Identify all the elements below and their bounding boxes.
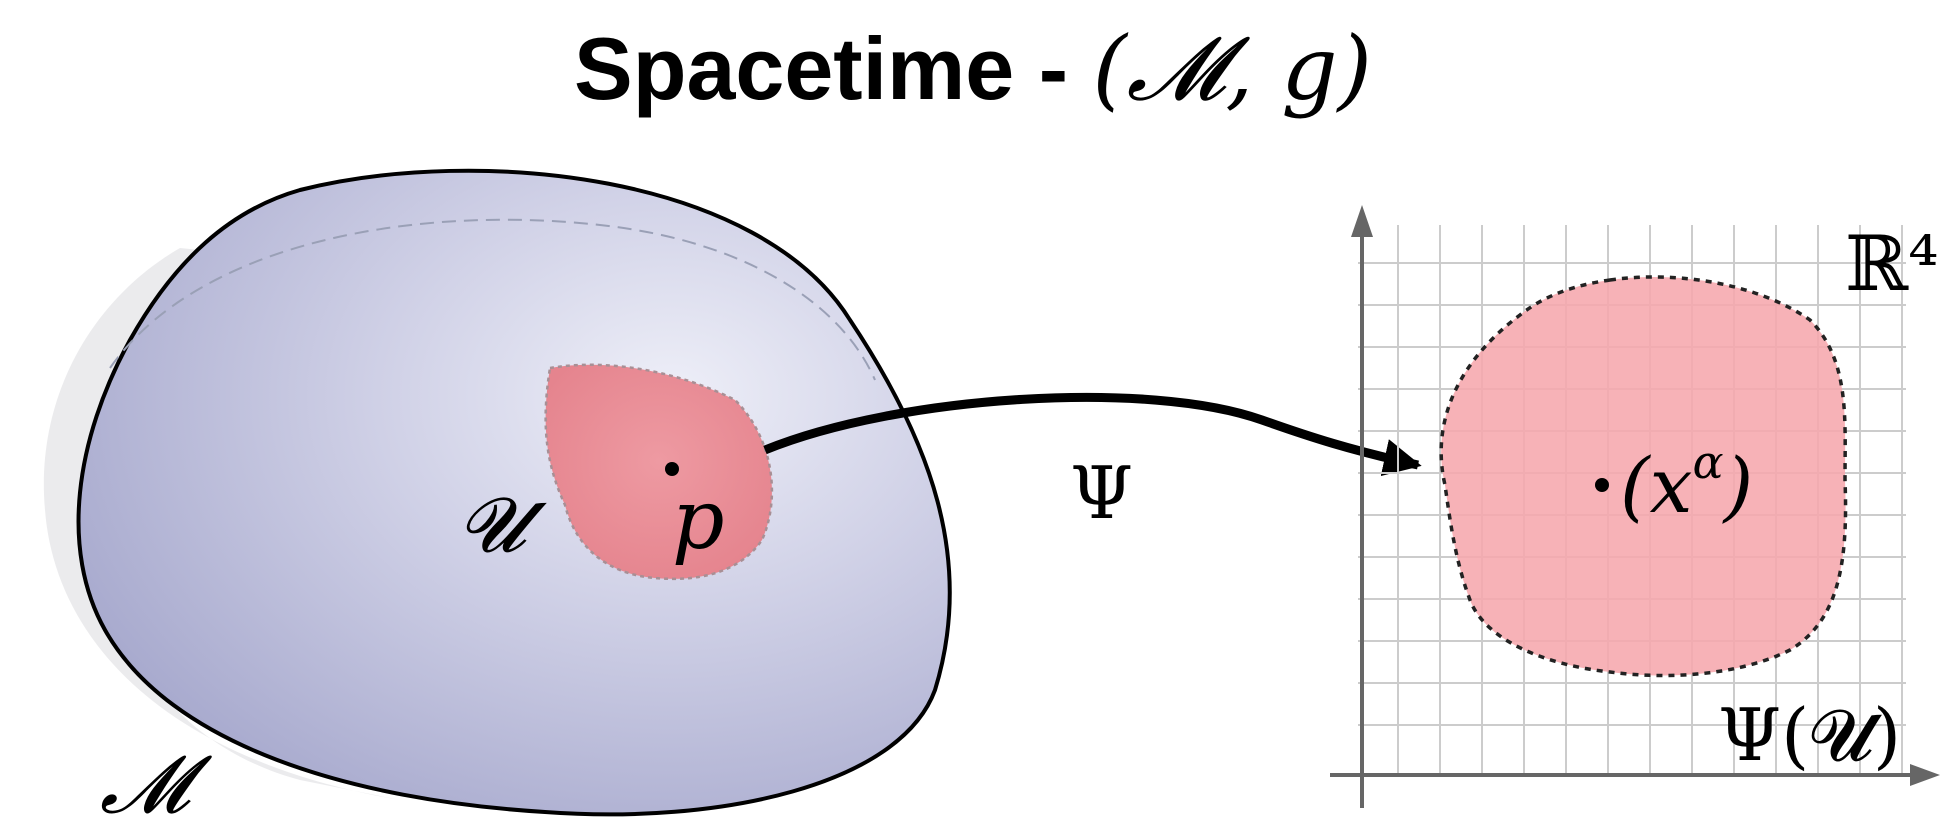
euclidean-space-label: ℝ⁴: [1845, 219, 1939, 308]
map-label: Ψ: [1070, 451, 1133, 535]
manifold-surface: [76, 168, 952, 817]
manifold-horizon-dashed: [109, 218, 876, 381]
title-text: Spacetime -: [574, 19, 1093, 118]
page-title: Spacetime - (𝓜, g): [0, 14, 1946, 124]
coordinate-chart-group: (xα) ℝ⁴ Ψ(𝓤): [1330, 205, 1940, 808]
coordinate-point-dot: [1595, 478, 1609, 492]
coordinate-label: (xα): [1620, 435, 1753, 530]
chart-map-arrow: [763, 392, 1422, 477]
manifold-label: 𝓜: [100, 738, 213, 827]
open-set-region: [544, 363, 774, 581]
point-p-dot: [665, 462, 679, 476]
title-math: (𝓜, g): [1092, 17, 1372, 120]
coordinate-superscript: α: [1693, 435, 1724, 489]
chart-map-group: Ψ: [763, 392, 1422, 535]
point-p-label: p: [672, 473, 725, 568]
manifold-group: p 𝓤 𝓜: [43, 168, 952, 827]
image-set-label: Ψ(𝓤): [1718, 693, 1901, 777]
image-region: [1439, 275, 1848, 678]
coordinate-axes: [1330, 205, 1940, 808]
